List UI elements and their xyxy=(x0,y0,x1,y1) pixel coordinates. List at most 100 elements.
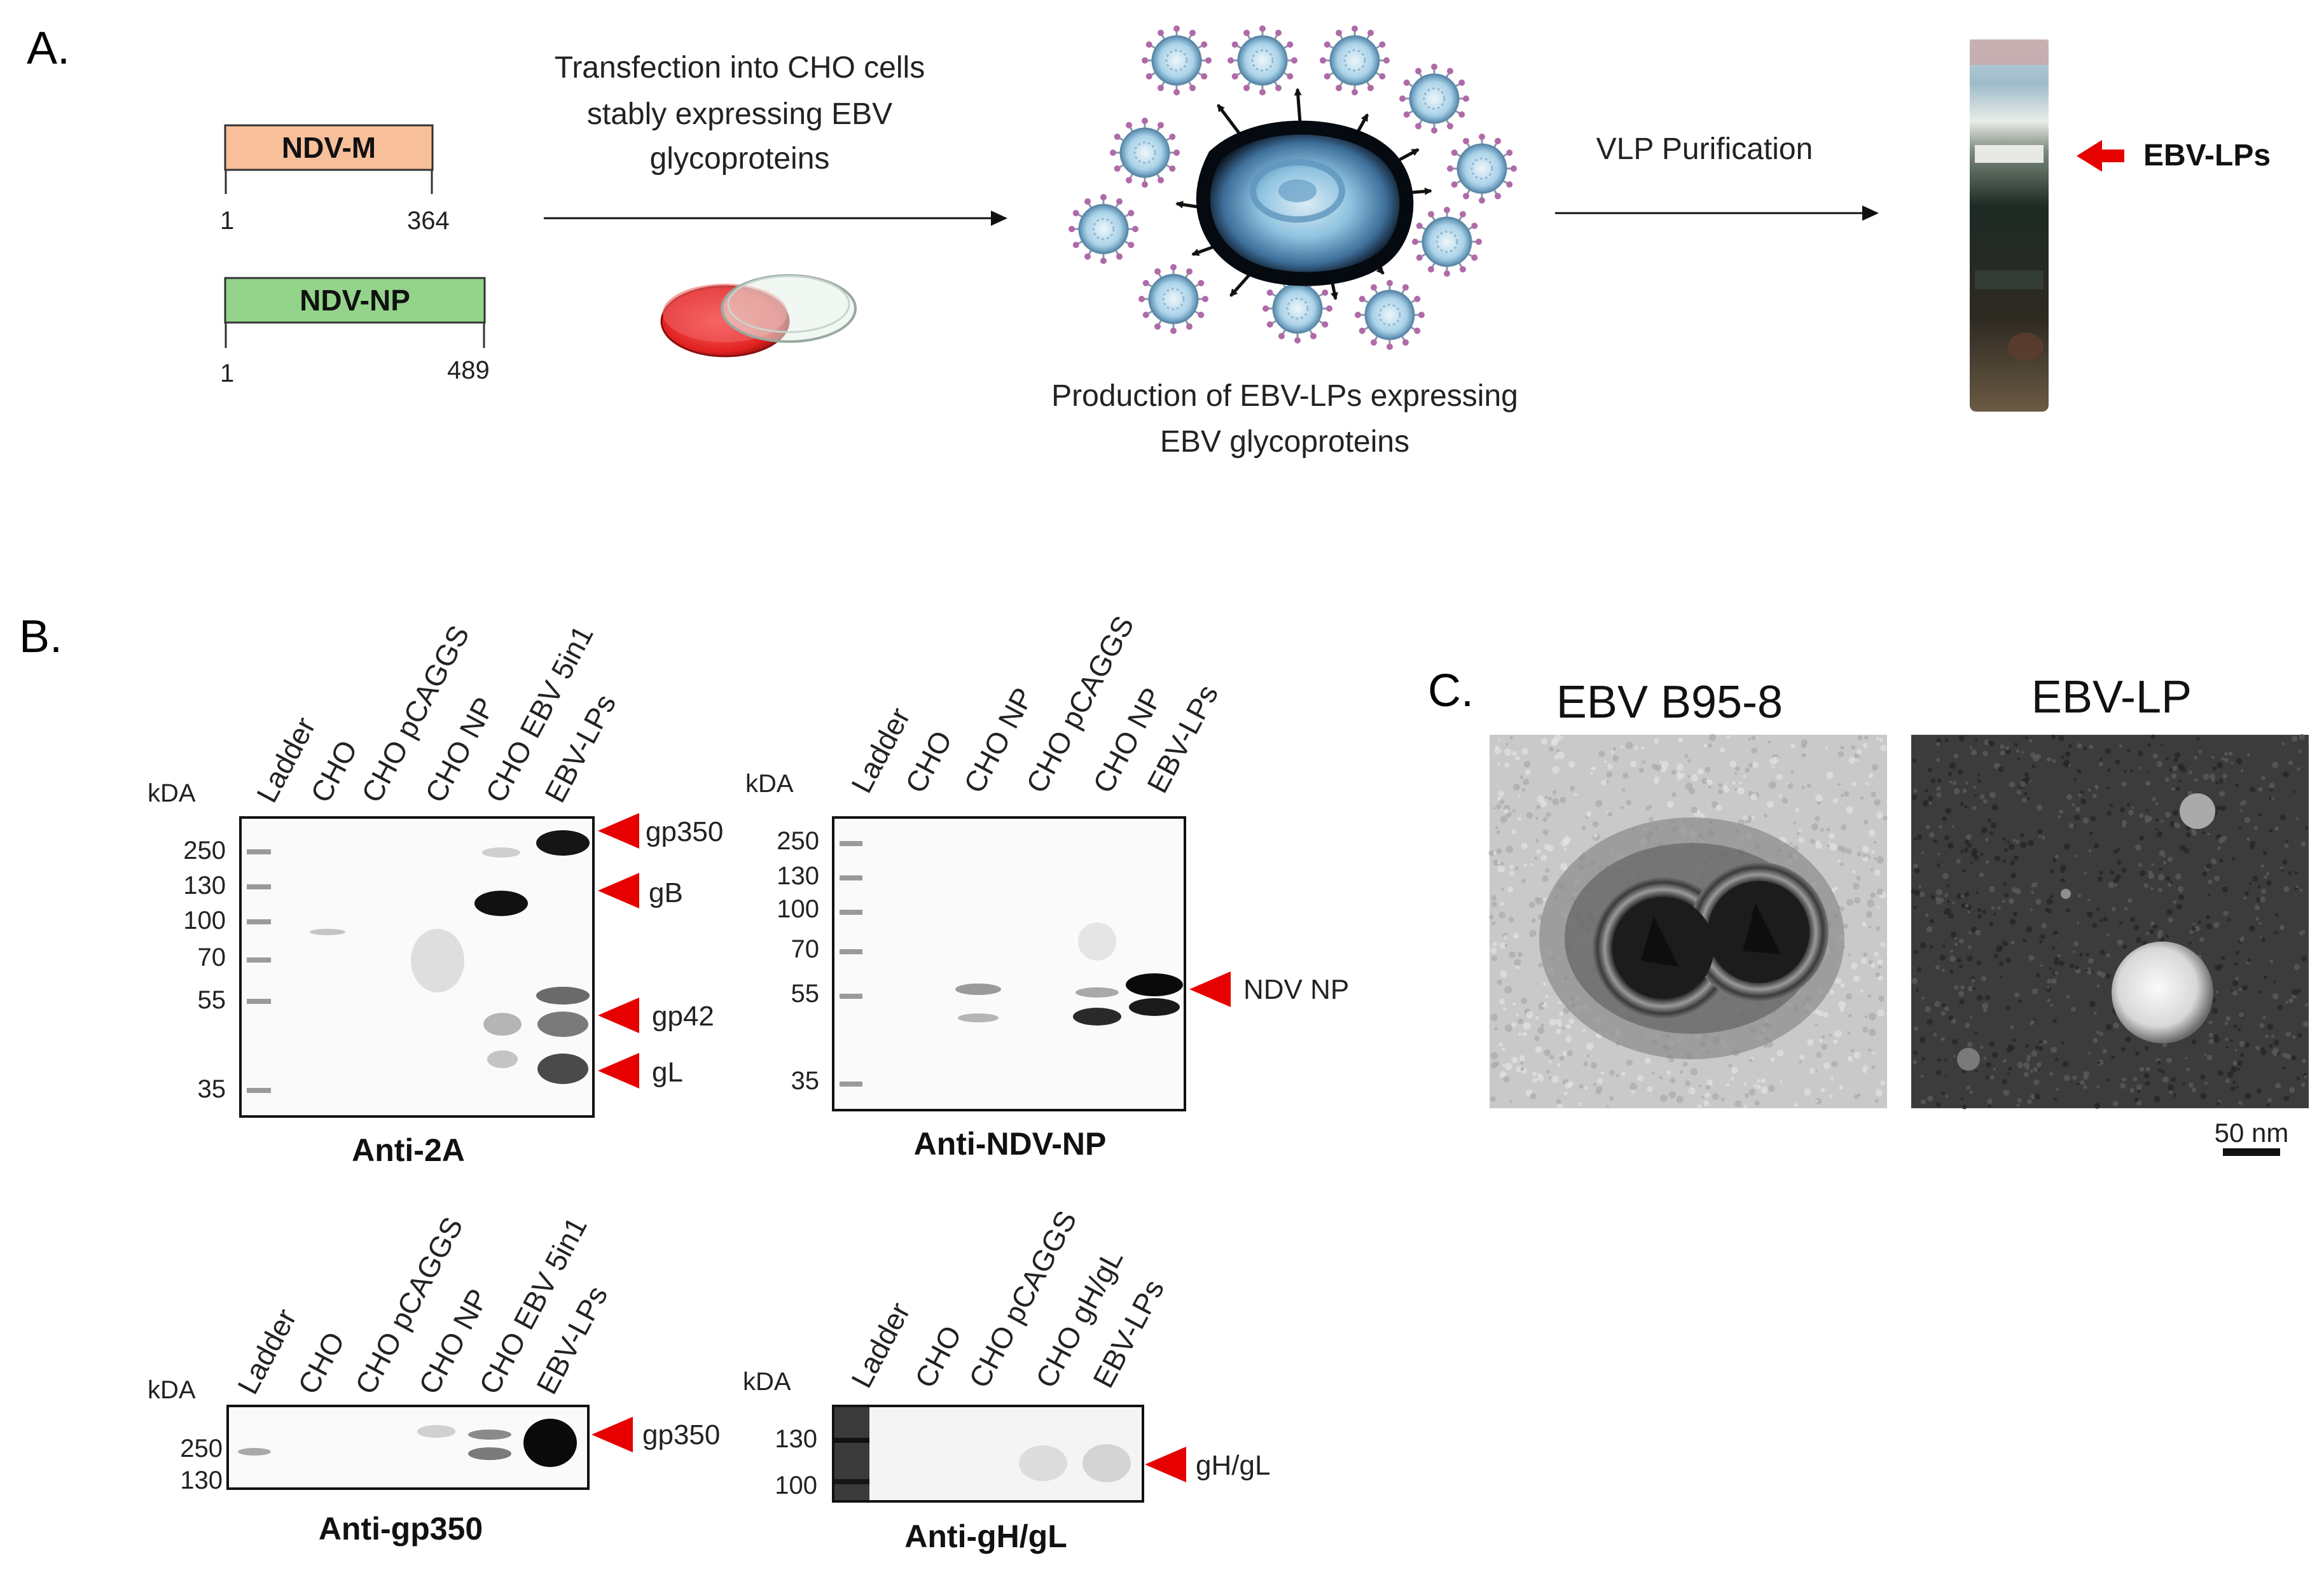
blot-anti-2a-lanes: Ladder CHO CHO pCAGGS CHO NP CHO EBV 5in… xyxy=(250,620,622,807)
ladder-smear xyxy=(834,1407,869,1500)
em-right-title: EBV-LP xyxy=(2031,672,2192,723)
band-arrow xyxy=(1145,1447,1186,1482)
western-band xyxy=(537,1054,588,1084)
vlp-particle-icon xyxy=(1228,25,1297,95)
western-band xyxy=(474,891,528,916)
construct-ndv-np-end: 489 xyxy=(447,356,490,384)
western-band xyxy=(468,1447,511,1460)
tick-label: 250 xyxy=(180,1435,223,1463)
lane-label: Ladder xyxy=(231,1304,303,1400)
blot-anti-gp350-lanes: Ladder CHO CHO pCAGGS CHO NP CHO EBV 5in… xyxy=(231,1211,614,1399)
vlp-particle-icon xyxy=(1069,194,1138,264)
tick-label: 70 xyxy=(791,935,820,963)
tick-label: 100 xyxy=(775,1471,817,1499)
scale-bar xyxy=(2223,1148,2280,1156)
tick-label: 250 xyxy=(183,837,226,865)
tick-label: 130 xyxy=(775,1425,817,1453)
western-band xyxy=(1129,998,1180,1016)
panel-b-label: B. xyxy=(19,611,62,662)
vlp-particle-icon xyxy=(1138,264,1208,334)
western-band xyxy=(1078,922,1116,961)
em-image-ebv-b95-8 xyxy=(1488,734,1888,1109)
ladder-bands xyxy=(840,841,862,1087)
western-band xyxy=(536,830,590,856)
western-band xyxy=(482,847,520,858)
vlp-particle-icon xyxy=(1447,134,1517,204)
tick-label: 100 xyxy=(777,895,819,923)
budding-vlps xyxy=(1069,25,1517,350)
construct-ndv-np: NDV-NP 1 489 xyxy=(220,277,490,387)
ladder-bands xyxy=(247,849,271,1093)
lane-label: CHO xyxy=(908,1320,968,1393)
lane-label: Ladder xyxy=(845,1297,916,1393)
blot-anti-gh-gl-lanes: Ladder CHO CHO pCAGGS CHO gH/gL EBV-LPs xyxy=(845,1205,1170,1393)
construct-ndv-m: NDV-M 1 364 xyxy=(220,124,450,235)
blot-anti-gp350: Ladder CHO CHO pCAGGS CHO NP CHO EBV 5in… xyxy=(148,1211,720,1547)
centrifuge-tube-photo xyxy=(1970,39,2049,412)
western-band xyxy=(1076,987,1119,998)
vlp-particle-icon xyxy=(1110,118,1180,188)
band-arrow xyxy=(591,1417,633,1452)
blot-anti-gh-gl-title: Anti-gH/gL xyxy=(904,1519,1067,1554)
band-label: gp350 xyxy=(646,816,723,847)
band-arrow xyxy=(1189,971,1231,1007)
vlp-particle-icon xyxy=(1142,25,1212,95)
tick-label: 35 xyxy=(198,1075,226,1103)
western-band xyxy=(483,1013,522,1036)
western-band xyxy=(1073,1008,1121,1026)
western-band xyxy=(955,984,1001,995)
transfection-text-line2: stably expressing EBV xyxy=(587,97,892,131)
band-label: gL xyxy=(652,1057,683,1088)
blot-anti-gp350-unit: kDA xyxy=(148,1376,196,1404)
band-arrow xyxy=(598,813,639,849)
western-band xyxy=(487,1050,518,1068)
western-band xyxy=(417,1425,455,1438)
construct-ndv-np-label: NDV-NP xyxy=(300,284,410,317)
blot-anti-ndv-np-membrane xyxy=(832,816,1186,1111)
vlp-particle-icon xyxy=(1355,280,1425,350)
western-band xyxy=(310,929,345,935)
blot-anti-gp350-title: Anti-gp350 xyxy=(319,1511,483,1547)
band-label: gp42 xyxy=(652,1001,714,1032)
lane-label: CHO xyxy=(291,1326,351,1400)
blot-anti-gh-gl: Ladder CHO CHO pCAGGS CHO gH/gL EBV-LPs … xyxy=(743,1205,1270,1554)
tick-label: 55 xyxy=(791,980,820,1008)
blot-anti-ndv-np-title: Anti-NDV-NP xyxy=(914,1126,1107,1162)
band-arrow xyxy=(598,873,639,908)
western-band xyxy=(411,929,464,992)
blot-anti-ndv-np: Ladder CHO CHO NP CHO pCAGGS CHO NP EBV-… xyxy=(745,610,1349,1162)
tick-label: 130 xyxy=(180,1466,223,1494)
panel-c-label: C. xyxy=(1428,665,1474,716)
blot-anti-gh-gl-unit: kDA xyxy=(743,1368,791,1396)
western-band xyxy=(523,1419,577,1467)
em-left-title: EBV B95-8 xyxy=(1556,677,1783,728)
transfection-text-line1: Transfection into CHO cells xyxy=(555,51,925,85)
western-band xyxy=(1126,973,1183,996)
band-arrow xyxy=(598,1053,639,1089)
producer-cell-icon xyxy=(1196,120,1414,286)
tick-label: 130 xyxy=(183,872,226,900)
construct-ndv-np-start: 1 xyxy=(220,359,234,387)
tube-indicator-arrow xyxy=(2077,140,2124,172)
transfection-text-line3: glycoproteins xyxy=(650,142,830,176)
western-band xyxy=(537,1012,588,1037)
blot-anti-2a: Ladder CHO CHO pCAGGS CHO NP CHO EBV 5in… xyxy=(148,620,723,1168)
band-label: gp350 xyxy=(642,1419,720,1450)
purification-text: VLP Purification xyxy=(1596,132,1813,166)
vlp-production-illustration xyxy=(1069,25,1517,350)
tick-label: 70 xyxy=(198,943,226,971)
tube-label: EBV-LPs xyxy=(2143,139,2271,172)
western-band xyxy=(1019,1445,1067,1481)
production-text-line1: Production of EBV-LPs expressing xyxy=(1051,379,1518,413)
construct-ndv-m-start: 1 xyxy=(220,207,234,235)
blot-anti-2a-unit: kDA xyxy=(148,779,196,807)
tick-label: 55 xyxy=(198,986,226,1014)
western-band xyxy=(1082,1444,1131,1482)
blot-anti-ndv-np-lanes: Ladder CHO CHO NP CHO pCAGGS CHO NP EBV-… xyxy=(845,610,1224,798)
vlp-particle-icon xyxy=(1399,64,1469,134)
petri-dish-icon xyxy=(660,274,857,358)
construct-ndv-m-label: NDV-M xyxy=(282,131,376,164)
lane-label: CHO xyxy=(899,725,958,798)
tick-label: 130 xyxy=(777,862,819,890)
vlp-particle-icon xyxy=(1412,207,1482,277)
